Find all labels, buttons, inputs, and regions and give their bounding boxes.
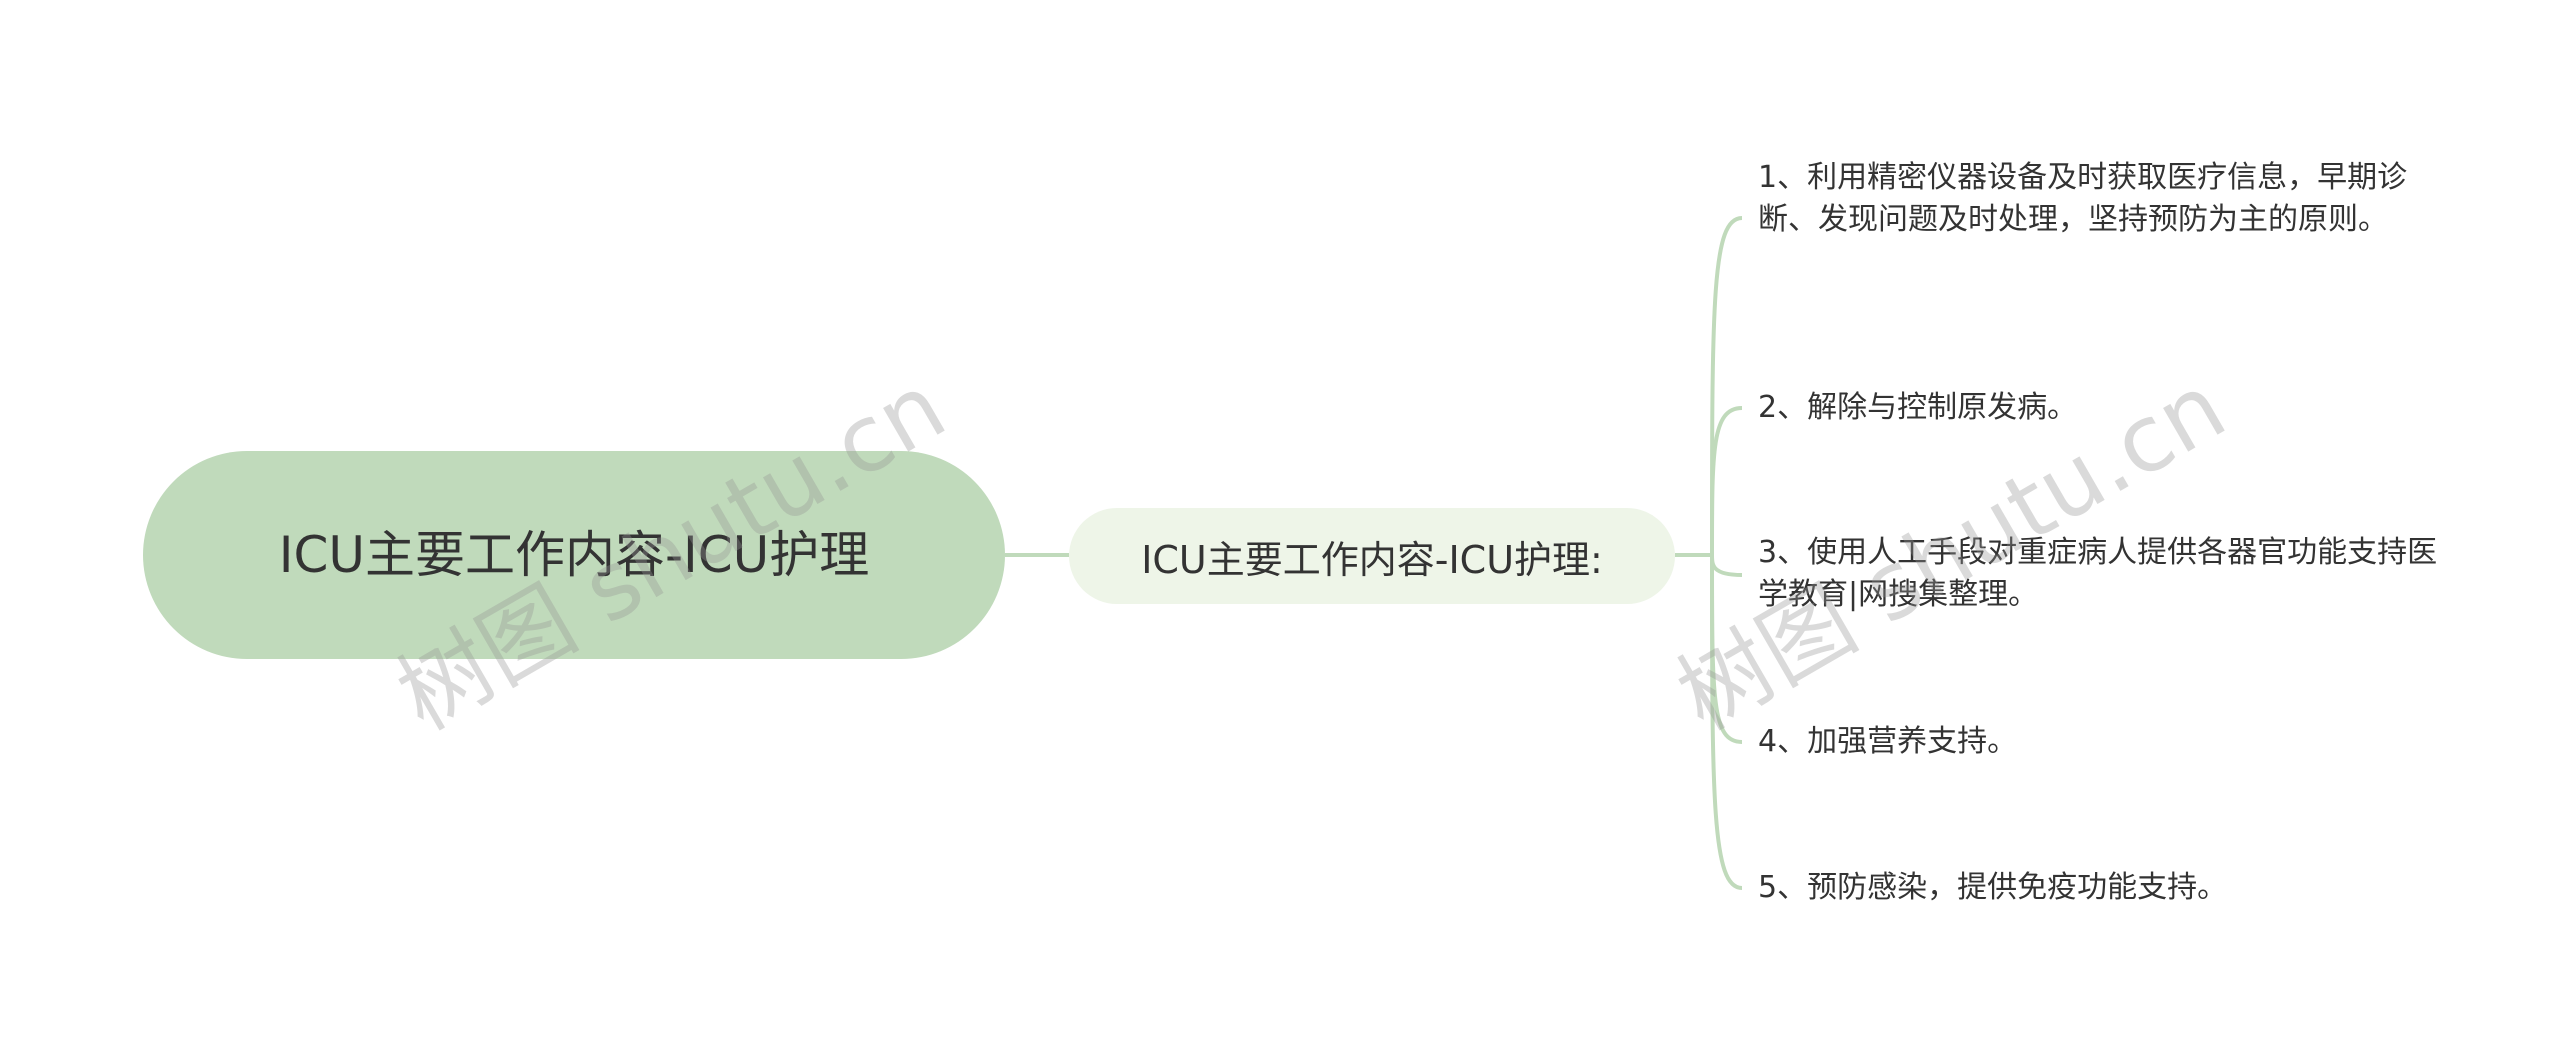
connector-leaf-2: [1710, 406, 1743, 556]
leaf-node-3[interactable]: 3、使用人工手段对重症病人提供各器官功能支持医学教育|网搜集整理。: [1758, 532, 2448, 616]
leaf-node-label: 3、使用人工手段对重症病人提供各器官功能支持医学教育|网搜集整理。: [1758, 535, 2438, 612]
leaf-node-label: 2、解除与控制原发病。: [1758, 390, 2078, 425]
connector-leaf-4: [1710, 554, 1743, 744]
connector-leaf-5: [1710, 554, 1743, 890]
connector-leaf-1: [1710, 216, 1743, 556]
leaf-node-label: 5、预防感染，提供免疫功能支持。: [1758, 870, 2228, 905]
leaf-node-1[interactable]: 1、利用精密仪器设备及时获取医疗信息，早期诊断、发现问题及时处理，坚持预防为主的…: [1758, 157, 2448, 241]
connector-leaf-3: [1710, 554, 1743, 577]
leaf-node-label: 4、加强营养支持。: [1758, 724, 2018, 759]
leaf-node-label: 1、利用精密仪器设备及时获取医疗信息，早期诊断、发现问题及时处理，坚持预防为主的…: [1758, 160, 2408, 237]
leaf-node-2[interactable]: 2、解除与控制原发病。: [1758, 387, 2448, 429]
leaf-node-5[interactable]: 5、预防感染，提供免疫功能支持。: [1758, 867, 2448, 909]
branch-node-label: ICU主要工作内容-ICU护理:: [1141, 537, 1603, 582]
root-node-label: ICU主要工作内容-ICU护理: [278, 526, 870, 584]
branch-node[interactable]: ICU主要工作内容-ICU护理:: [1069, 508, 1675, 604]
root-node[interactable]: ICU主要工作内容-ICU护理: [143, 451, 1005, 659]
leaf-node-4[interactable]: 4、加强营养支持。: [1758, 721, 2448, 763]
